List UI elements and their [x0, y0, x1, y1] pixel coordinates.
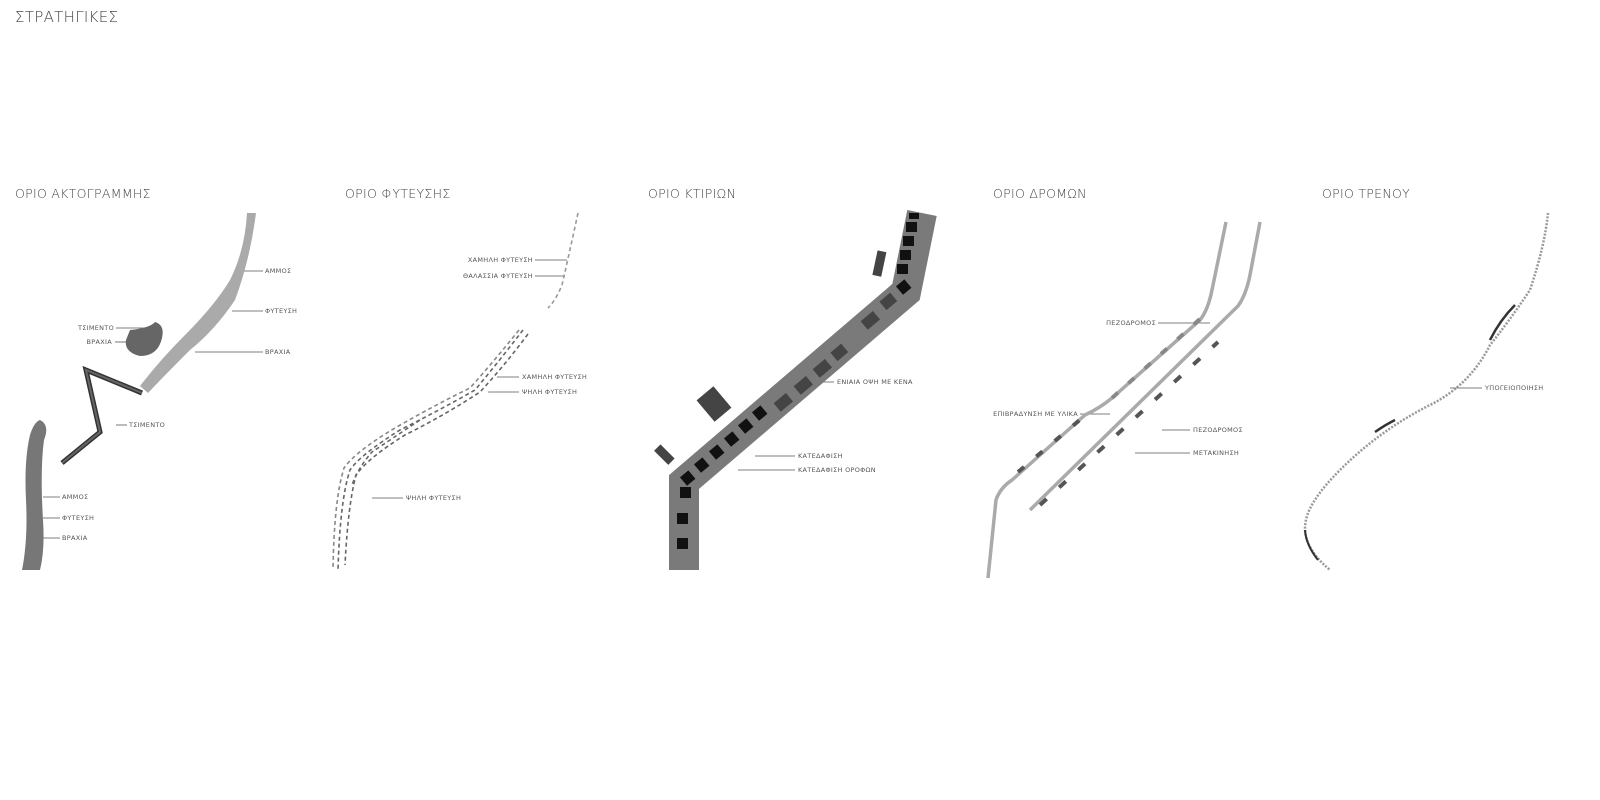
- label: ΠΕΖΟΔΡΟΜΟΣ: [1106, 319, 1156, 327]
- label: ΤΣΙΜΕΝΤΟ: [77, 324, 114, 332]
- train-line: [1303, 212, 1550, 571]
- label: ΕΠΙΒΡΑΔΥΝΣΗ ΜΕ ΥΛΙΚΑ: [993, 410, 1078, 418]
- label: ΨΗΛΗ ΦΥΤΕΥΣΗ: [406, 494, 462, 502]
- label: ΒΡΑΧΙΑ: [265, 348, 291, 356]
- label: ΚΑΤΕΔΑΦΙΣΗ ΟΡΟΦΩΝ: [798, 466, 876, 474]
- label: ΑΜΜΟΣ: [62, 493, 89, 501]
- label: ΧΑΜΗΛΗ ΦΥΤΕΥΣΗ: [522, 373, 588, 381]
- label: ΑΜΜΟΣ: [265, 267, 292, 275]
- roads: [986, 221, 1262, 579]
- panel-title-coastline: ΟΡΙΟ ΑΚΤΟΓΡΑΜΜΗΣ: [15, 186, 151, 201]
- panel-title-train: ΟΡΙΟ ΤΡΕΝΟΥ: [1322, 186, 1411, 201]
- panel-title-roads: ΟΡΙΟ ΔΡΟΜΩΝ: [993, 186, 1087, 201]
- panel-title-buildings: ΟΡΙΟ ΚΤΙΡΙΩΝ: [648, 186, 737, 201]
- label: ΕΝΙΑΙΑ ΟΨΗ ΜΕ ΚΕΝΑ: [837, 378, 913, 386]
- label: ΨΗΛΗ ΦΥΤΕΥΣΗ: [522, 388, 578, 396]
- label: ΦΥΤΕΥΣΗ: [62, 514, 95, 522]
- label: ΠΕΖΟΔΡΟΜΟΣ: [1193, 426, 1243, 434]
- panel-title-vegetation: ΟΡΙΟ ΦΥΤΕΥΣΗΣ: [345, 186, 451, 201]
- label: ΒΡΑΧΙΑ: [62, 534, 88, 542]
- label: ΒΡΑΧΙΑ: [86, 338, 112, 346]
- coastline-shapes: [22, 213, 256, 570]
- label: ΦΥΤΕΥΣΗ: [265, 307, 298, 315]
- label: ΘΑΛΑΣΣΙΑ ΦΥΤΕΥΣΗ: [462, 272, 533, 280]
- label: ΧΑΜΗΛΗ ΦΥΤΕΥΣΗ: [467, 256, 533, 264]
- vegetation-dashes: [332, 212, 579, 571]
- buildings-band: [654, 210, 937, 570]
- label: ΥΠΟΓΕΙΟΠΟΙΗΣΗ: [1485, 384, 1544, 392]
- label: ΚΑΤΕΔΑΦΙΣΗ: [798, 452, 843, 460]
- page-title: ΣΤΡΑΤΗΓΙΚΕΣ: [15, 8, 119, 26]
- label: ΤΣΙΜΕΝΤΟ: [129, 421, 166, 429]
- leader-lines: [43, 259, 1482, 539]
- label: ΜΕΤΑΚΙΝΗΣΗ: [1193, 449, 1240, 457]
